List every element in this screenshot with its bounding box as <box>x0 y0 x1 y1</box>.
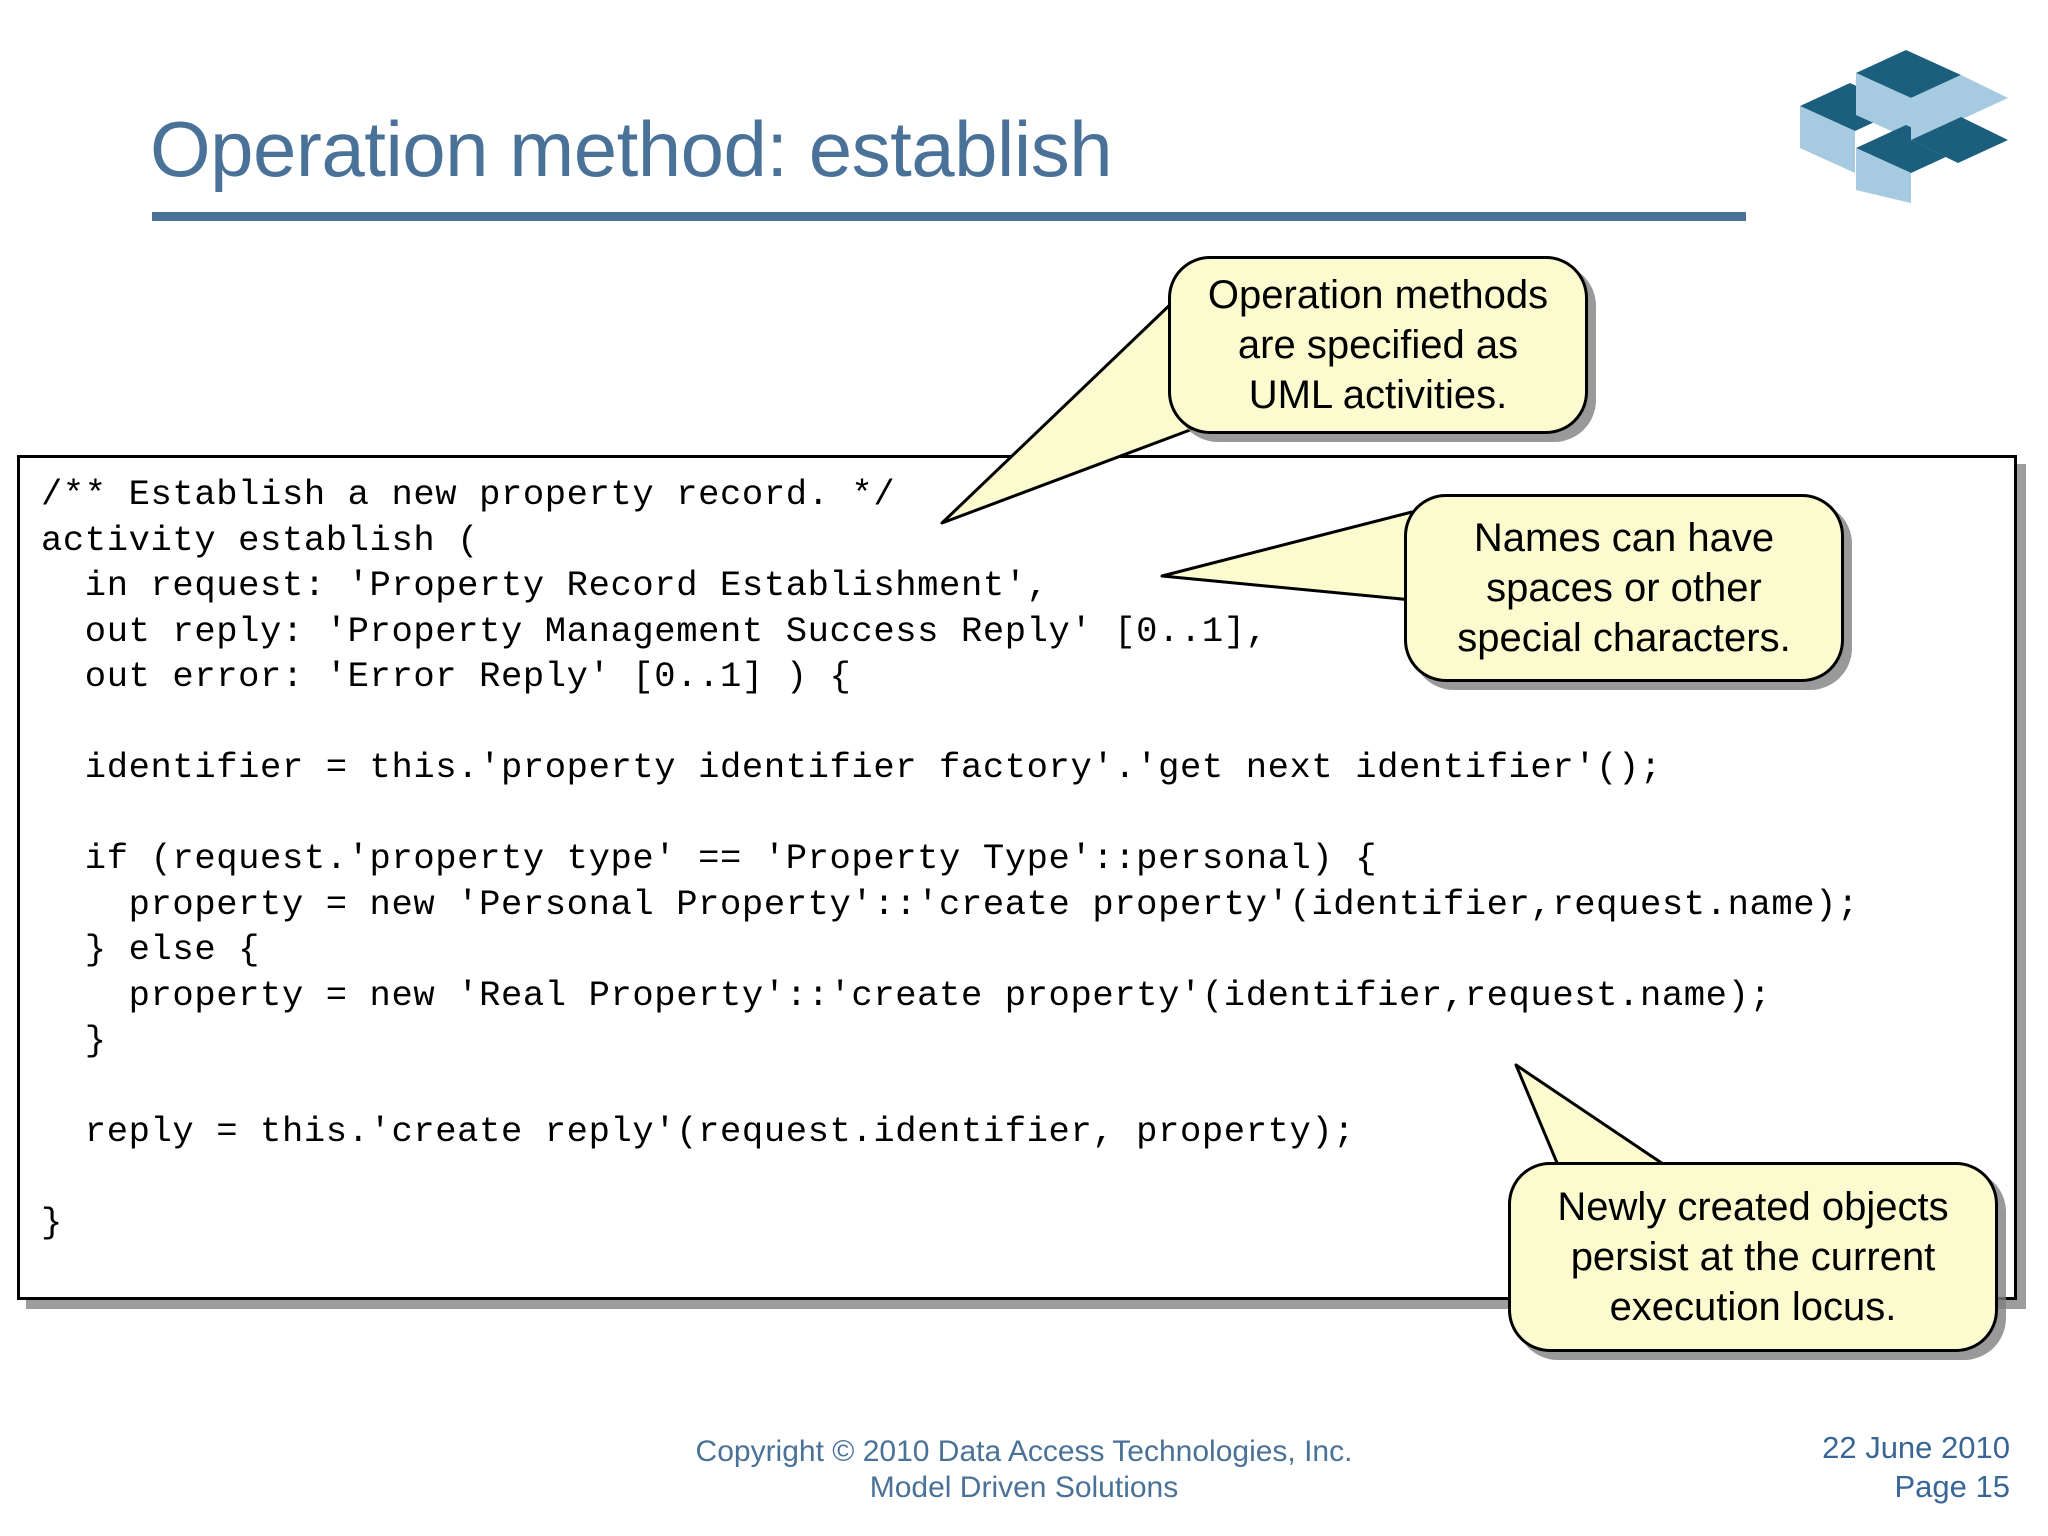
title-underline-rule <box>152 212 1746 221</box>
footer-page-number: Page 15 <box>1894 1469 2011 1504</box>
code-listing: /** Establish a new property record. */ … <box>41 474 1859 1243</box>
callout-newly-created-objects: Newly created objects persist at the cur… <box>1508 1162 1998 1352</box>
company-logo <box>1778 38 2008 203</box>
isometric-blocks-icon <box>1800 50 2008 203</box>
footer-meta: 22 June 2010 Page 15 <box>1822 1428 2010 1506</box>
callout-operation-methods: Operation methods are specified as UML a… <box>1168 256 1588 434</box>
callout-operation-methods-text: Operation methods are specified as UML a… <box>1207 273 1549 417</box>
callout-newly-created-objects-text: Newly created objects persist at the cur… <box>1557 1185 1949 1329</box>
footer-copyright-line1: Copyright © 2010 Data Access Technologie… <box>695 1435 1353 1468</box>
footer-copyright-line2: Model Driven Solutions <box>869 1471 1179 1504</box>
callout-names-can-have-spaces: Names can have spaces or other special c… <box>1404 494 1844 682</box>
callout-names-can-have-spaces-text: Names can have spaces or other special c… <box>1457 516 1791 660</box>
page-title: Operation method: establish <box>150 105 1113 193</box>
footer-date: 22 June 2010 <box>1822 1430 2010 1465</box>
footer-copyright: Copyright © 2010 Data Access Technologie… <box>0 1434 2048 1506</box>
